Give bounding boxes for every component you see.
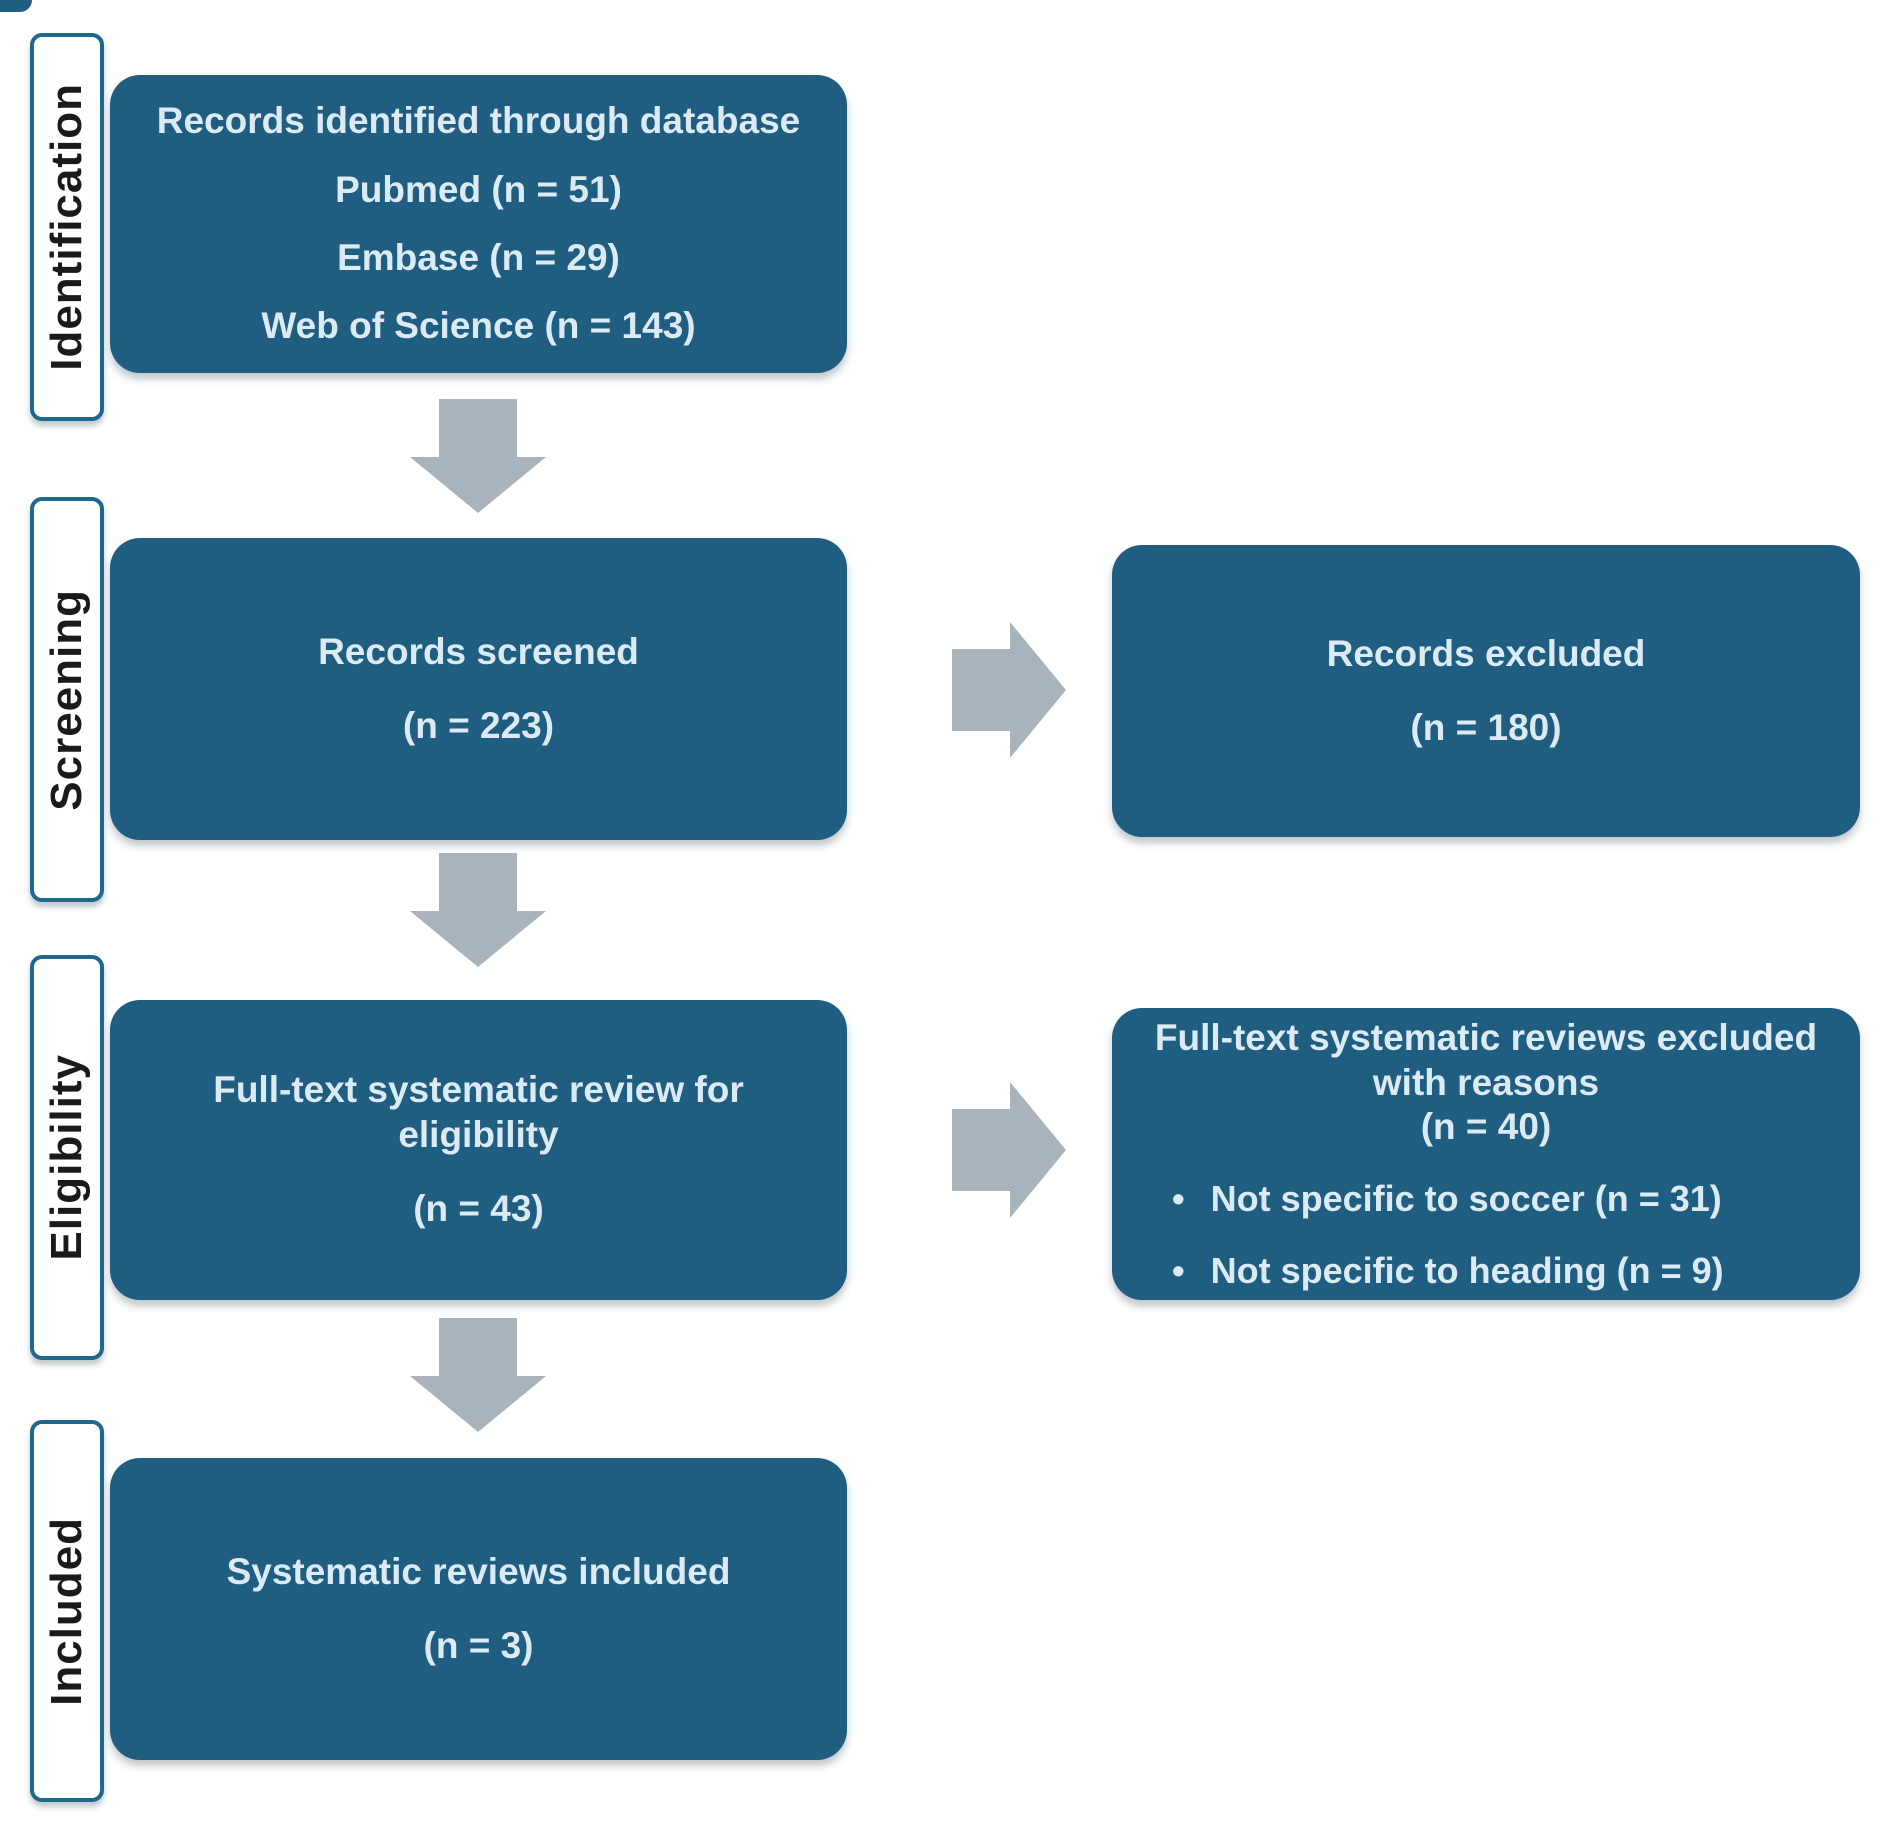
- fulltext-excluded-bullet-1: • Not specific to soccer (n = 31): [1146, 1177, 1826, 1220]
- bullet-icon: •: [1172, 1249, 1185, 1291]
- reviews-included-title: Systematic reviews included: [226, 1550, 731, 1592]
- arrow-head: [1010, 1082, 1066, 1218]
- arrow-head: [410, 457, 546, 513]
- right-arrow-icon-2: [952, 1082, 1066, 1218]
- stage-label-identification-text: Identification: [42, 83, 91, 371]
- fulltext-excluded-count: (n = 40): [1420, 1106, 1552, 1148]
- node-fulltext-review: Full-text systematic review for eligibil…: [110, 1000, 847, 1300]
- records-screened-count: (n = 223): [402, 705, 555, 746]
- arrow-stem: [952, 1109, 1010, 1191]
- stage-label-screening-text: Screening: [42, 588, 91, 811]
- records-identified-title: Records identified through database: [156, 100, 801, 142]
- node-records-identified: Records identified through database Pubm…: [110, 75, 847, 373]
- node-records-screened: Records screened (n = 223): [110, 538, 847, 840]
- stage-label-included: Included: [30, 1420, 104, 1802]
- right-arrow-icon-1: [952, 622, 1066, 758]
- arrow-stem: [439, 853, 517, 911]
- node-fulltext-excluded: Full-text systematic reviews excluded wi…: [1112, 1008, 1860, 1300]
- stage-label-eligibility: Eligibility: [30, 955, 104, 1360]
- records-excluded-count: (n = 180): [1410, 707, 1562, 748]
- stage-label-included-text: Included: [42, 1516, 91, 1706]
- records-identified-wos: Web of Science (n = 143): [261, 305, 696, 347]
- stage-label-eligibility-text: Eligibility: [42, 1054, 91, 1261]
- arrow-stem: [952, 649, 1010, 731]
- stage-label-screening: Screening: [30, 497, 104, 902]
- reviews-included-count: (n = 3): [423, 1625, 534, 1666]
- arrow-stem: [439, 1318, 517, 1376]
- stage-label-identification: Identification: [30, 33, 104, 421]
- records-identified-embase: Embase (n = 29): [337, 237, 620, 278]
- bullet-icon: •: [1172, 1178, 1185, 1220]
- fulltext-excluded-bullet-2: • Not specific to heading (n = 9): [1146, 1249, 1826, 1292]
- corner-decoration: [0, 0, 32, 12]
- down-arrow-icon-1: [410, 399, 546, 513]
- records-excluded-title: Records excluded: [1326, 632, 1646, 674]
- fulltext-excluded-title: Full-text systematic reviews excluded wi…: [1154, 1017, 1818, 1103]
- arrow-head: [410, 911, 546, 967]
- arrow-head: [1010, 622, 1066, 758]
- down-arrow-icon-2: [410, 853, 546, 967]
- fulltext-excluded-bullet-2-text: Not specific to heading (n = 9): [1210, 1249, 1724, 1291]
- node-reviews-included: Systematic reviews included (n = 3): [110, 1458, 847, 1760]
- fulltext-review-count: (n = 43): [413, 1188, 544, 1230]
- down-arrow-icon-3: [410, 1318, 546, 1432]
- arrow-head: [410, 1376, 546, 1432]
- node-records-excluded: Records excluded (n = 180): [1112, 545, 1860, 837]
- fulltext-review-title: Full-text systematic review for eligibil…: [213, 1069, 744, 1155]
- fulltext-excluded-bullet-1-text: Not specific to soccer (n = 31): [1210, 1178, 1722, 1220]
- records-screened-title: Records screened: [318, 630, 639, 672]
- records-identified-pubmed: Pubmed (n = 51): [335, 168, 622, 210]
- arrow-stem: [439, 399, 517, 457]
